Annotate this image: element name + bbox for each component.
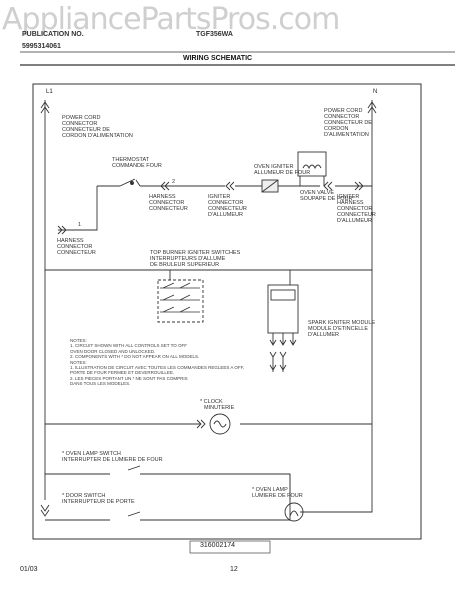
- notes-block: NOTES:1. CIRCUIT SHOWN WITH ALL CONTROLS…: [70, 338, 245, 387]
- marker-two: 2: [172, 179, 176, 185]
- clock-label: * CLOCK MINUTERIE: [200, 399, 235, 411]
- page-title: WIRING SCHEMATIC: [183, 55, 253, 62]
- watermark: AppliancePartsPros.com: [2, 2, 340, 37]
- publication-number: 5995314061: [22, 43, 61, 50]
- node-n-label: N: [373, 89, 378, 95]
- footer-date: 01/03: [20, 566, 38, 573]
- marker-one: 1: [78, 222, 82, 228]
- footer-page-number: 12: [230, 566, 238, 573]
- part-number: 316002174: [200, 542, 236, 549]
- node-l1-label: L1: [46, 89, 53, 95]
- door-switch-label: * DOOR SWITCH INTERRUPTEUR DE PORTE: [62, 493, 135, 505]
- asterisk-marker: *: [200, 399, 203, 405]
- model-number: TGF356WA: [196, 31, 233, 38]
- oven-lamp-label: * OVEN LAMP LUMIERE DE FOUR: [252, 487, 303, 499]
- publication-label: PUBLICATION NO.: [22, 31, 84, 38]
- oven-lamp-switch-label: * OVEN LAMP SWITCH INTERRUPTER DE LUMIER…: [62, 451, 163, 463]
